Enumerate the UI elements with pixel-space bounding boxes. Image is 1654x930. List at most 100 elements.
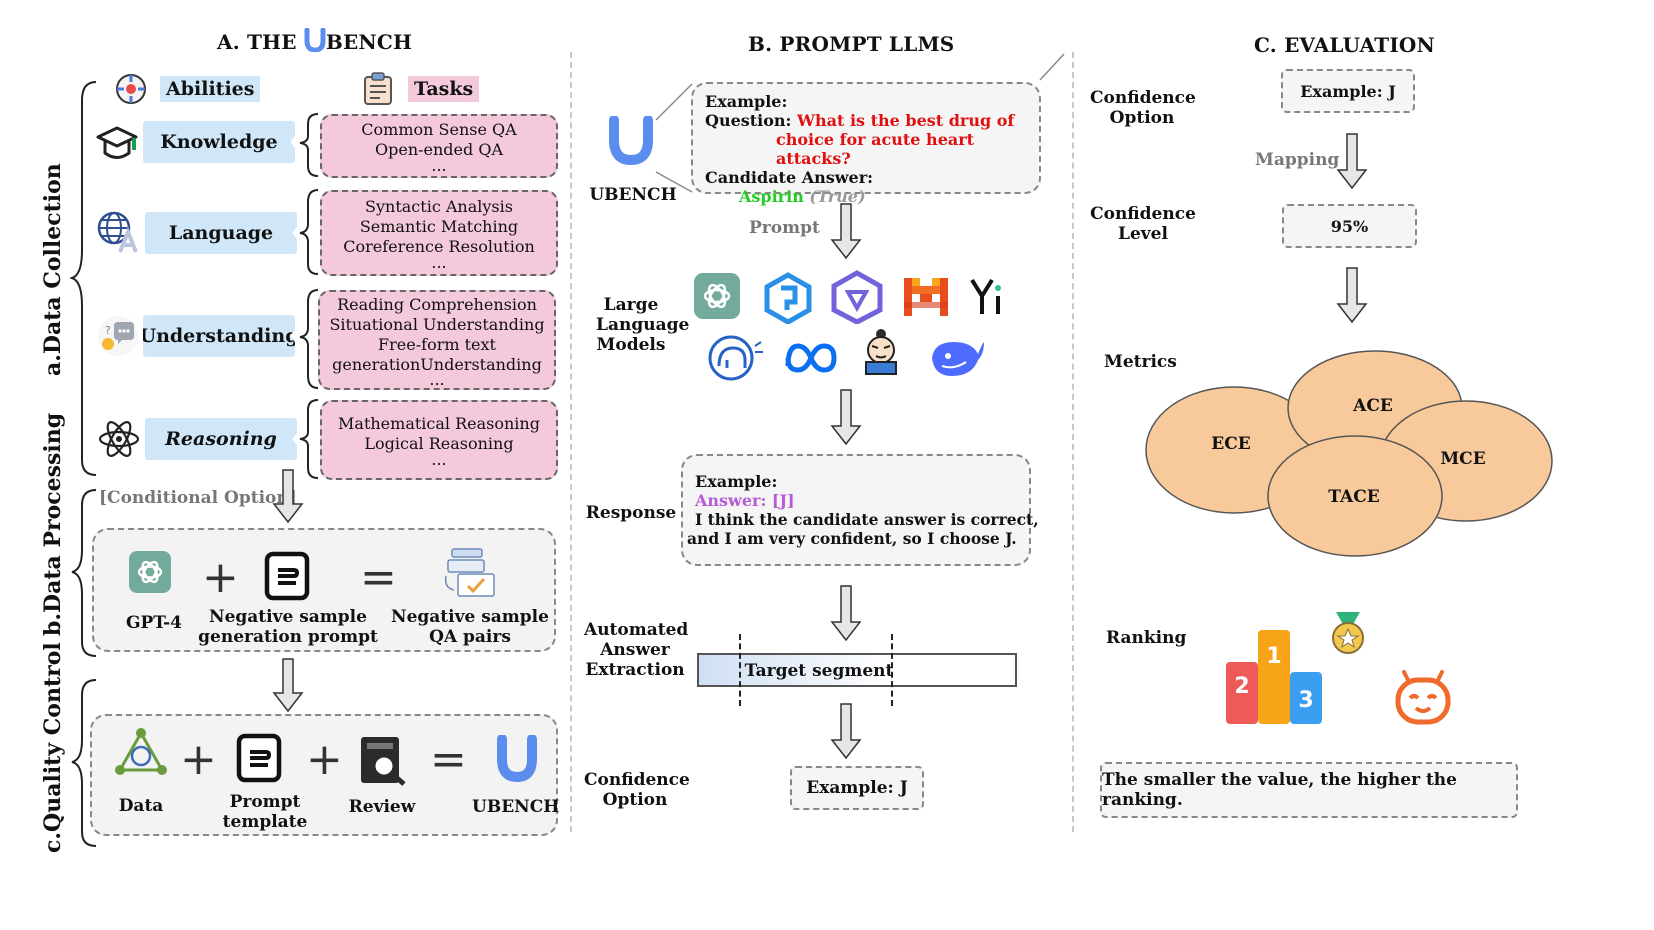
- qa-pairs-line1: Negative sample: [391, 607, 549, 627]
- ubench-source-label: UBENCH: [589, 185, 677, 205]
- ability-knowledge: Knowledge: [143, 121, 295, 163]
- response-label: Response: [585, 503, 677, 523]
- eval-confidence-option-label: Confidence Option: [1090, 88, 1196, 128]
- equals-operator: =: [430, 734, 467, 785]
- metrics-label: Metrics: [1104, 352, 1177, 372]
- task-item: Logical Reasoning: [364, 434, 514, 453]
- extraction-line3: Extraction: [585, 660, 685, 680]
- task-item: Reading Comprehension: [337, 295, 537, 314]
- extraction-label: Automated Answer Extraction: [584, 620, 689, 680]
- down-arrow-icon: [1336, 267, 1368, 324]
- qa-pairs-line2: QA pairs: [429, 627, 511, 647]
- response-example-title: Example:: [695, 472, 778, 491]
- prompt-template-line1: Prompt: [229, 792, 301, 812]
- task-box-knowledge: Common Sense QA Open-ended QA ...: [320, 114, 558, 178]
- candidate-answer-line: Aspirin (True): [705, 187, 1027, 206]
- metric-mce: MCE: [1440, 449, 1486, 469]
- yi-logo-icon: [970, 278, 1001, 314]
- ranking-label: Ranking: [1106, 628, 1187, 648]
- stage-quality-control: c.Quality Control: [40, 642, 66, 853]
- header-a-suffix: BENCH: [325, 30, 413, 54]
- ability-reasoning: Reasoning: [145, 418, 297, 460]
- llm-label: Large Language Models: [596, 295, 690, 355]
- question-line: Question: What is the best drug of: [705, 111, 1027, 130]
- globe-translate-icon: [97, 211, 138, 253]
- confidence-level-label: Confidence Level: [1090, 204, 1196, 244]
- medal-icon: [1332, 612, 1364, 654]
- task-item: Semantic Matching: [359, 217, 519, 236]
- ability-task-braces: [299, 113, 319, 479]
- metric-tace: TACE: [1328, 487, 1380, 507]
- metric-ellipse-tace: [1267, 435, 1443, 557]
- task-item: ...: [431, 156, 447, 175]
- task-item: Syntactic Analysis: [365, 197, 513, 216]
- prompt-doc-icon: [264, 551, 310, 601]
- data-label: Data: [118, 796, 164, 816]
- atom-icon: [98, 421, 140, 457]
- response-answer: Answer: [J]: [695, 491, 795, 510]
- down-arrow-icon: [830, 389, 862, 446]
- prompt-template-icon: [236, 733, 282, 783]
- baichuan-elephant-logo-icon: [708, 335, 763, 381]
- separator-bc: [1072, 52, 1074, 832]
- task-item: Common Sense QA: [361, 120, 517, 139]
- eval-confidence-option-line1: Confidence: [1090, 88, 1196, 108]
- response-text-line2: and I am very confident, so I choose J.: [687, 529, 1017, 548]
- separator-ab: [570, 52, 572, 832]
- down-arrow-icon: [272, 469, 304, 524]
- extraction-line2: Answer: [600, 640, 670, 660]
- tasks-column-label: Tasks: [408, 76, 480, 102]
- qwen-logo-icon: [831, 270, 883, 324]
- abilities-icon: [116, 74, 146, 104]
- target-segment-bar: [697, 653, 1017, 687]
- confidence-option-line1: Confidence: [584, 770, 690, 790]
- llm-line1: Large: [603, 295, 659, 315]
- down-arrow-icon: [830, 585, 862, 642]
- prompt-template-label: Prompt template: [205, 792, 325, 832]
- podium-icon: [1226, 630, 1322, 724]
- podium-first: 1: [1266, 644, 1282, 669]
- plus-operator: +: [180, 734, 217, 785]
- question-text-line2: choice for acute heart attacks?: [776, 130, 975, 168]
- confidence-level-line2: Level: [1118, 224, 1168, 244]
- example-title: Example:: [705, 92, 788, 111]
- task-item: generationUnderstanding: [332, 355, 542, 374]
- negative-prompt-label: Negative sample generation prompt: [198, 607, 378, 647]
- negative-prompt-line2: generation prompt: [198, 627, 378, 647]
- ubench-label: UBENCH: [472, 797, 560, 817]
- task-item: Situational Understanding: [329, 315, 545, 334]
- section-b-header: B. PROMPT LLMS: [748, 32, 955, 56]
- stage-data-processing: b.Data Processing: [40, 412, 66, 636]
- eval-confidence-option-line2: Option: [1109, 108, 1175, 128]
- task-box-understanding: Reading Comprehension Situational Unders…: [318, 290, 556, 390]
- question-label: Question:: [705, 111, 792, 130]
- down-arrow-icon: [1336, 133, 1368, 190]
- prompt-template-line2: template: [222, 812, 308, 832]
- callout-lines: [655, 53, 1065, 193]
- confidence-level-line1: Confidence: [1090, 204, 1196, 224]
- down-arrow-icon: [830, 703, 862, 760]
- meta-logo-icon: [785, 343, 837, 373]
- header-a-prefix: A. THE: [217, 30, 297, 54]
- tasks-clipboard-icon: [364, 72, 392, 105]
- task-item: Free-form text: [378, 335, 496, 354]
- extraction-line1: Automated: [584, 620, 689, 640]
- example-question-box: Example: Question: What is the best drug…: [691, 82, 1041, 206]
- confidence-option-box: Example: J: [790, 766, 924, 810]
- negative-prompt-line1: Negative sample: [209, 607, 367, 627]
- task-item: Coreference Resolution: [343, 237, 535, 256]
- ranking-note-box: The smaller the value, the higher the ra…: [1100, 762, 1518, 818]
- graduation-cap-icon: [96, 126, 138, 159]
- stage-braces: [70, 81, 97, 847]
- data-network-icon: [115, 728, 167, 775]
- plus-operator: +: [202, 552, 239, 603]
- metric-ace: ACE: [1353, 396, 1393, 416]
- stage-data-collection: a.Data Collection: [40, 163, 66, 376]
- section-c-header: C. EVALUATION: [1254, 33, 1435, 57]
- candidate-answer: Aspirin: [739, 187, 804, 206]
- deepseek-whale-logo-icon: [932, 342, 984, 376]
- ability-understanding: Understanding: [143, 315, 295, 357]
- llm-line2: Language: [596, 315, 690, 335]
- svg-text:?: ?: [105, 324, 111, 337]
- ubench-logo-icon: [304, 27, 326, 53]
